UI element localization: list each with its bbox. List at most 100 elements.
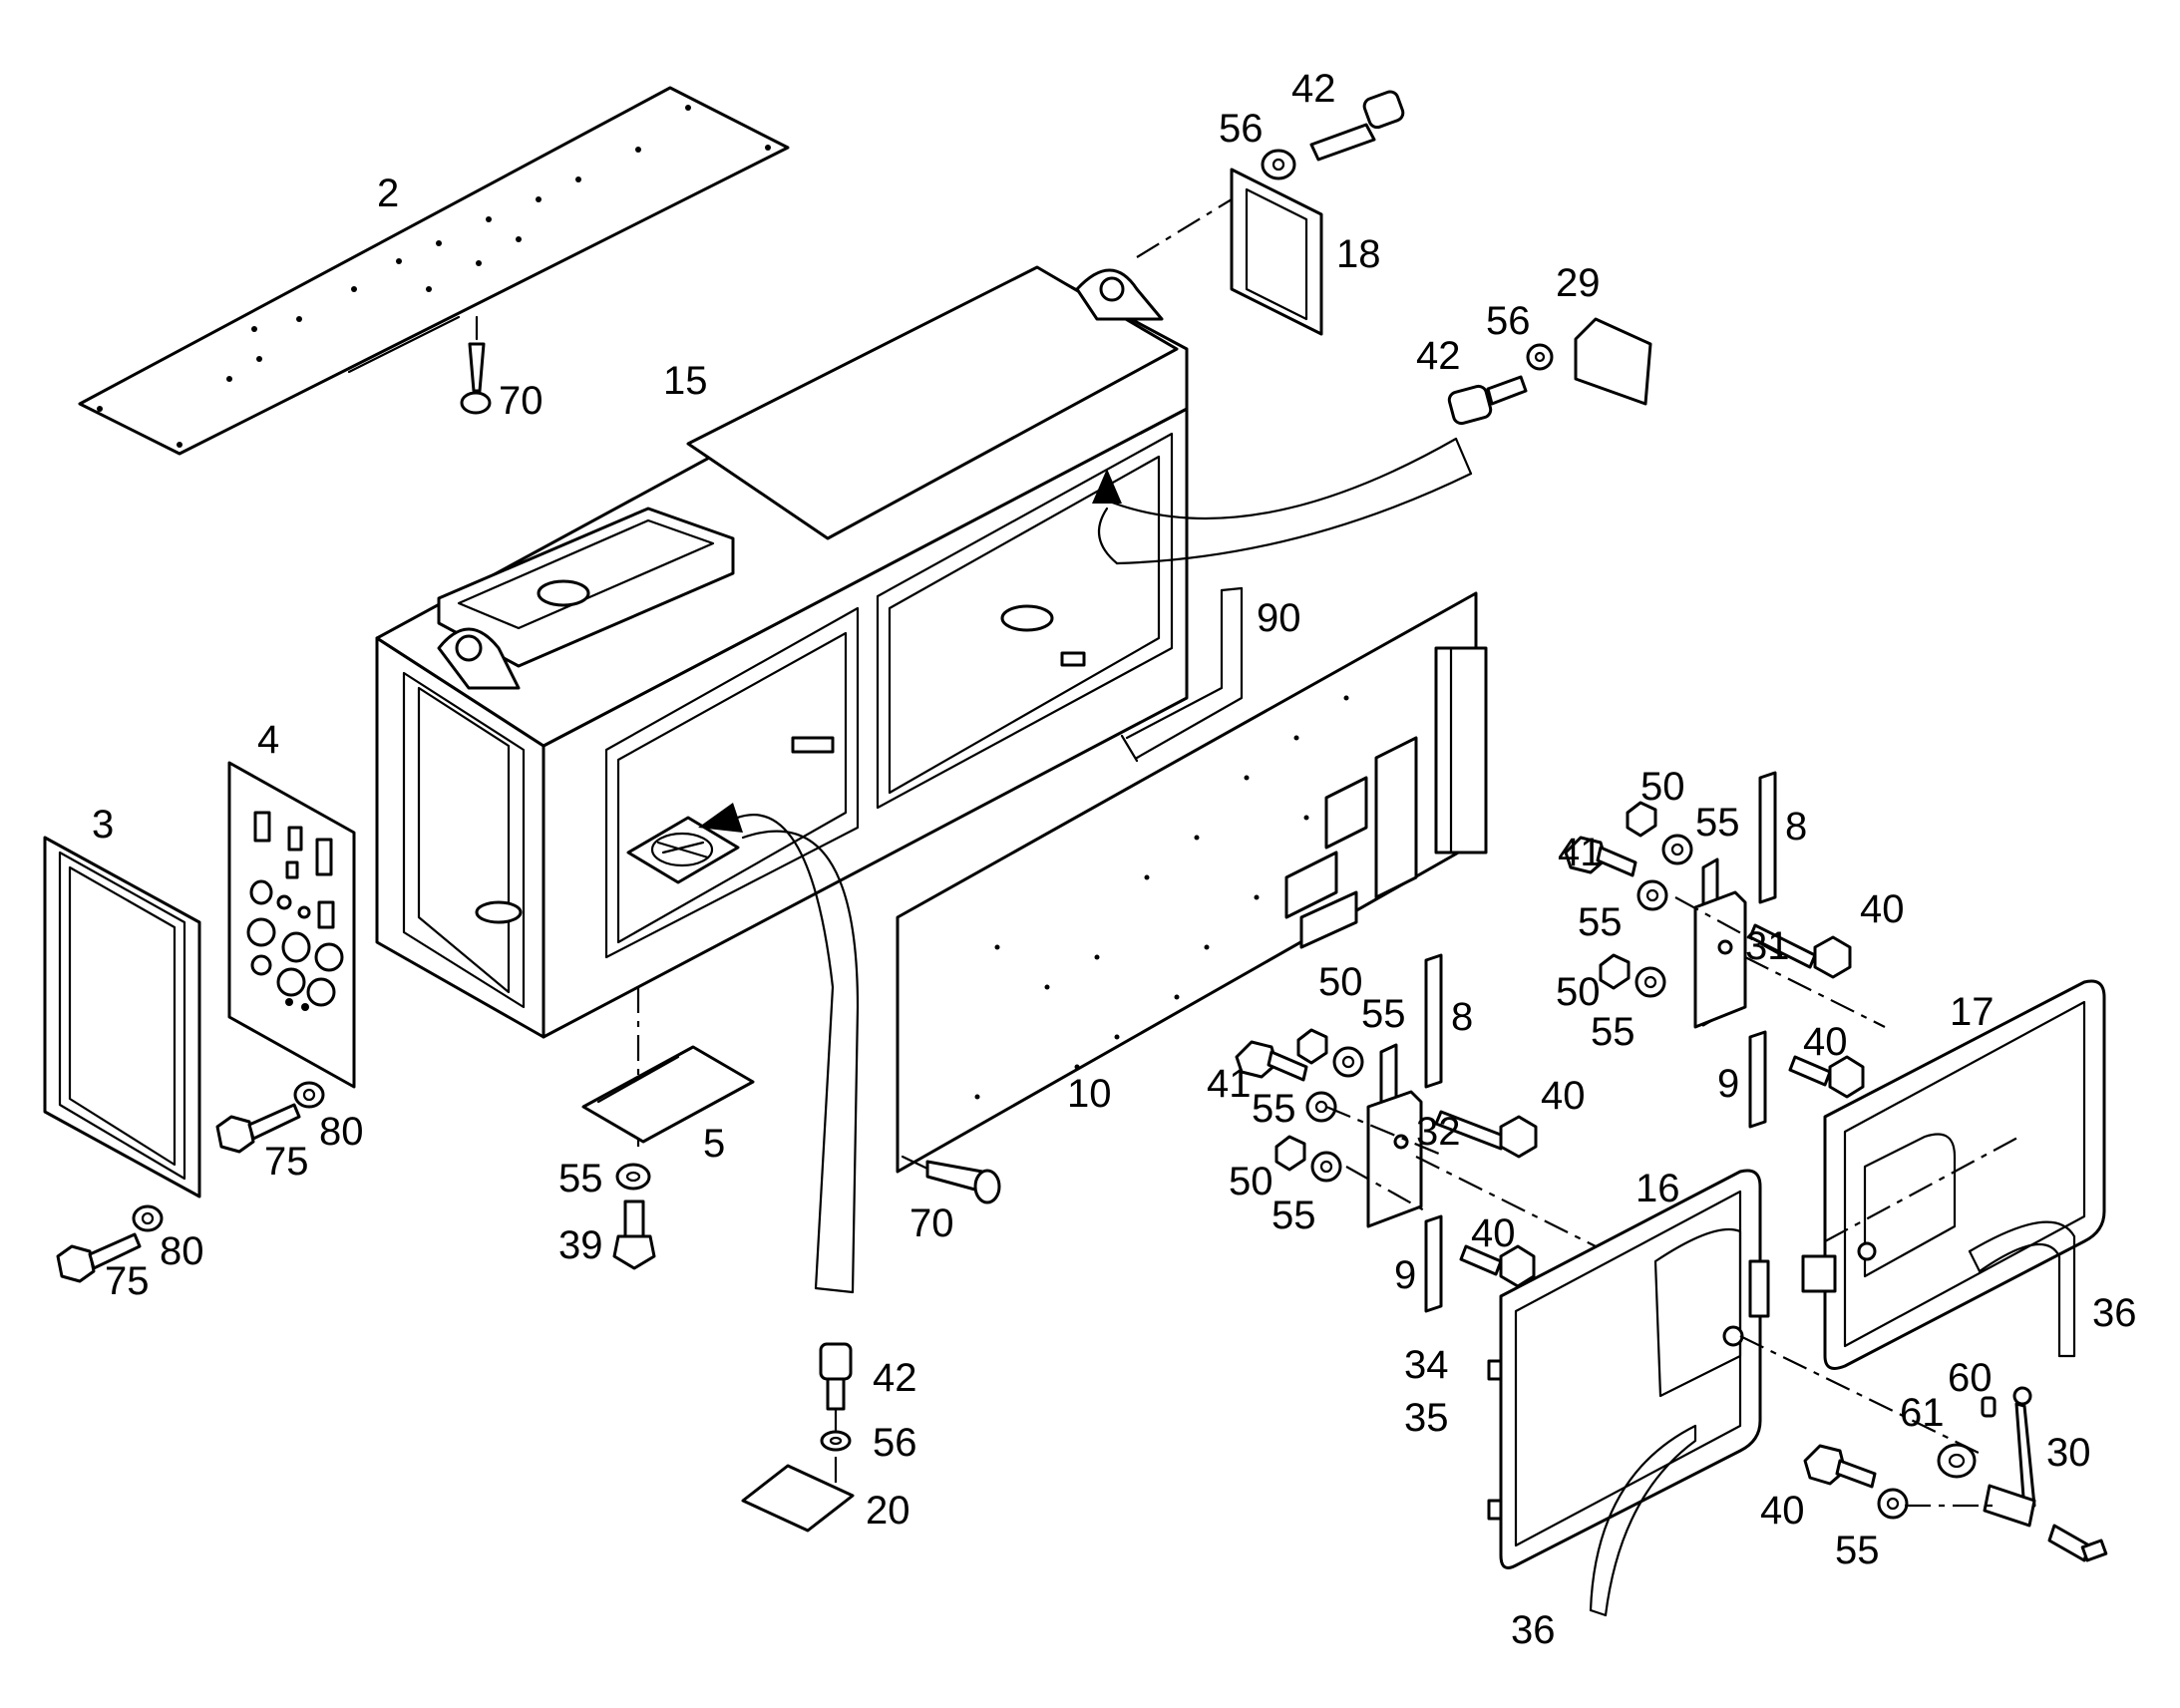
part-61-washer (1937, 1443, 1977, 1479)
callout-36-left: 36 (1511, 1608, 1556, 1652)
part-70-screw-side (901, 1155, 1001, 1204)
callout-40-e: 40 (1760, 1489, 1805, 1533)
callout-40-c: 40 (1541, 1074, 1586, 1118)
callout-18: 18 (1336, 232, 1381, 276)
callout-31: 31 (1745, 924, 1790, 968)
callout-50-b: 50 (1556, 970, 1601, 1014)
part-80-washer-a (293, 1081, 325, 1109)
part-60-pin (1981, 1396, 1997, 1418)
part-17-door (1801, 979, 2106, 1370)
part-31-lock (1693, 857, 1747, 1029)
part-56-washer-top (1261, 149, 1296, 180)
callout-5: 5 (703, 1122, 725, 1166)
callout-50-d: 50 (1229, 1160, 1273, 1203)
callout-34: 34 (1404, 1343, 1449, 1387)
callout-61: 61 (1900, 1391, 1945, 1435)
part-50-nut-d (1274, 1135, 1306, 1172)
callout-55-d: 55 (1591, 1010, 1635, 1054)
part-9-strip-upper (1748, 1030, 1767, 1129)
part-40-bolt-b (1788, 1055, 1865, 1099)
callout-55-f: 55 (1252, 1087, 1296, 1131)
callout-40-b: 40 (1803, 1020, 1848, 1064)
part-29-cover (1574, 317, 1652, 406)
part-9-strip-lower (1424, 1214, 1443, 1313)
part-42-screw-bottom (819, 1342, 853, 1496)
callout-41-a: 41 (1558, 831, 1603, 874)
part-55-washer-e (1332, 1046, 1364, 1078)
part-8-strip-upper (1758, 771, 1777, 904)
part-56-washer-right (1526, 343, 1554, 371)
callout-42-top: 42 (1291, 67, 1336, 111)
callout-55-g: 55 (1272, 1194, 1316, 1237)
cable-upper (1092, 437, 1473, 565)
callout-55-a: 55 (558, 1157, 603, 1200)
part-2-top-plate (78, 86, 790, 456)
part-42-screw-top (1309, 90, 1405, 162)
part-10-side-plate (896, 591, 1488, 1174)
part-3-frame (43, 836, 201, 1198)
part-40-bolt-c (1434, 1110, 1538, 1159)
part-50-nut-c (1296, 1028, 1328, 1065)
part-55-washer-b (1661, 834, 1693, 865)
callout-75-b: 75 (105, 1259, 150, 1303)
callout-56-right: 56 (1486, 299, 1531, 343)
callout-40-d: 40 (1471, 1211, 1516, 1255)
part-40-bolt-a (1748, 923, 1852, 979)
callout-29: 29 (1556, 261, 1601, 305)
callout-55-e: 55 (1361, 992, 1406, 1036)
callout-90: 90 (1257, 596, 1301, 640)
part-75-bolt-a (215, 1103, 301, 1154)
callout-50-c: 50 (1318, 960, 1363, 1004)
callout-32: 32 (1416, 1110, 1461, 1154)
callout-30: 30 (2046, 1431, 2091, 1475)
part-15-main-housing (375, 265, 1189, 1039)
callout-42-bottom: 42 (873, 1356, 917, 1400)
callout-35: 35 (1404, 1396, 1449, 1440)
callout-4: 4 (257, 718, 279, 762)
callout-55-c: 55 (1578, 900, 1623, 944)
callout-17: 17 (1950, 990, 1995, 1034)
part-5-bracket (581, 987, 755, 1147)
callout-40-a: 40 (1860, 887, 1905, 931)
part-40-bolt-e (1803, 1444, 1877, 1489)
callout-8-a: 8 (1785, 805, 1807, 849)
part-55-washer-a (615, 1163, 651, 1191)
callout-labels: 2 70 15 42 56 18 29 56 42 90 4 3 80 75 8… (92, 67, 2137, 1652)
callout-55-h: 55 (1835, 1529, 1880, 1572)
part-70-screw-top (460, 315, 492, 415)
part-36-handle-left (1589, 1424, 1697, 1617)
part-55-washer-c (1636, 879, 1668, 911)
part-90-hose (1120, 586, 1244, 763)
part-55-washer-h (1877, 1488, 1995, 1520)
part-36-handle-right (1968, 1220, 2076, 1358)
part-18-bracket (1136, 168, 1323, 336)
callout-39: 39 (558, 1223, 603, 1267)
callout-70-side: 70 (909, 1201, 954, 1245)
callout-70-top: 70 (499, 379, 544, 423)
part-4-control-panel (227, 761, 356, 1089)
part-75-bolt-b (56, 1232, 142, 1283)
callout-16: 16 (1635, 1167, 1680, 1210)
part-42-screw-right (1447, 375, 1528, 426)
callout-41-b: 41 (1207, 1062, 1252, 1106)
part-55-washer-g (1310, 1151, 1342, 1183)
part-55-washer-f (1305, 1091, 1337, 1123)
callout-56-bottom: 56 (873, 1421, 917, 1465)
part-56-washer-bottom (820, 1430, 852, 1452)
part-41-bolt-a (1564, 836, 1637, 877)
callout-20: 20 (866, 1489, 910, 1533)
cable-lower (698, 803, 860, 1294)
part-40-bolt-d (1459, 1244, 1536, 1288)
part-20-cover-plate (741, 1464, 855, 1533)
callout-80-a: 80 (319, 1110, 364, 1154)
callout-9-b: 9 (1394, 1253, 1416, 1297)
callout-56-top: 56 (1219, 107, 1264, 151)
callout-80-b: 80 (160, 1229, 204, 1273)
part-39-bolt (612, 1199, 656, 1270)
part-41-bolt-b (1235, 1040, 1308, 1082)
callout-60: 60 (1948, 1356, 1993, 1400)
part-8-strip-lower (1424, 953, 1443, 1089)
part-80-washer-b (132, 1204, 164, 1232)
part-50-nut-a (1626, 801, 1657, 838)
part-32-lock (1366, 1043, 1423, 1228)
